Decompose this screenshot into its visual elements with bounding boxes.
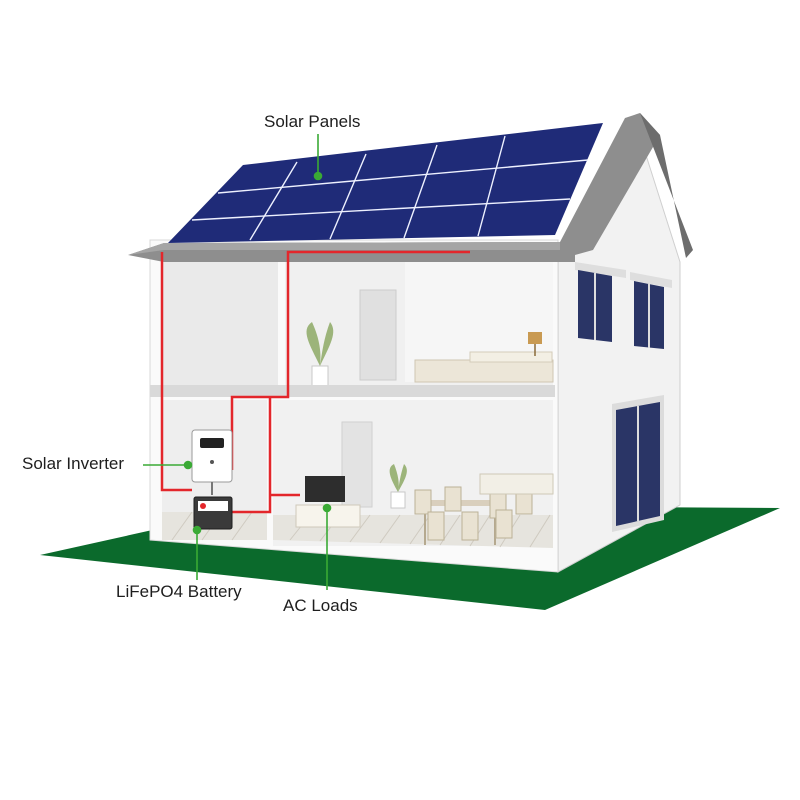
- inverter-unit: [191, 429, 233, 495]
- upper-plant-leaves: [306, 322, 334, 366]
- side-windows: [575, 262, 672, 532]
- solar-panel-array: [168, 123, 603, 243]
- dining-chairs: [414, 486, 533, 541]
- tv: [305, 476, 345, 502]
- label-ac-loads: AC Loads: [283, 596, 358, 615]
- bed: [414, 359, 554, 383]
- lower-plant-pot: [390, 491, 406, 509]
- upper-door: [359, 289, 397, 381]
- upper-plant-pot: [311, 365, 329, 387]
- roof: [128, 113, 693, 262]
- upper-left-room: [162, 255, 278, 385]
- kitchen-counter: [479, 473, 554, 495]
- label-lifepo4-battery: LiFePO4 Battery: [116, 582, 242, 601]
- callout-leaders: [143, 134, 332, 590]
- label-solar-panels: Solar Panels: [264, 112, 361, 131]
- floor-slab: [150, 385, 555, 397]
- bedside-lamp: [528, 332, 542, 344]
- label-solar-inverter: Solar Inverter: [22, 454, 125, 473]
- battery-unit: [193, 496, 233, 530]
